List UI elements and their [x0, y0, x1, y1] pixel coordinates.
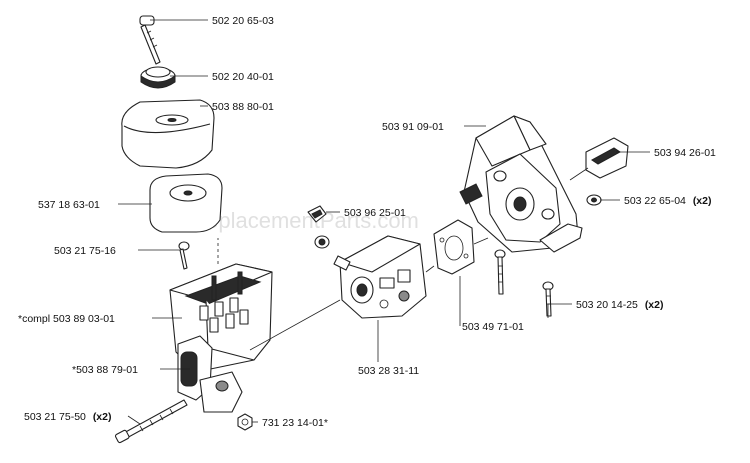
label-503-49-71-01: 503 49 71-01: [462, 321, 524, 333]
top-screw: [139, 15, 161, 65]
label-503-22-65-04: 503 22 65-04 (x2): [624, 195, 712, 207]
label-503-21-75-16: 503 21 75-16: [54, 245, 116, 257]
small-screw: [178, 241, 190, 270]
filter-cover: [121, 99, 215, 169]
label-503-91-09-01: 503 91 09-01: [382, 121, 444, 133]
label-503-96-25-01: 503 96 25-01: [344, 207, 406, 219]
label-502-20-40-01: 502 20 40-01: [212, 71, 274, 83]
knurled-knob: [140, 66, 176, 89]
spring-clip: [585, 137, 629, 179]
label-502-20-65-03: 502 20 65-03: [212, 15, 274, 27]
label-503-20-14-25: 503 20 14-25 (x2): [576, 299, 664, 311]
hex-nut: [237, 413, 253, 431]
long-bolt: [114, 399, 188, 444]
filter-element: [149, 173, 223, 233]
label-503-94-26-01: 503 94 26-01: [654, 147, 716, 159]
label-503-21-75-50: 503 21 75-50 (x2): [24, 411, 112, 423]
intake-housing: [459, 115, 583, 253]
label-503-88-80-01: 503 88 80-01: [212, 101, 274, 113]
label-503-88-79-01: *503 88 79-01: [72, 364, 138, 376]
small-clip: [307, 205, 327, 223]
washer: [586, 194, 602, 206]
leader-lines: [118, 19, 650, 425]
label-731-23-14-01: 731 23 14-01*: [262, 417, 328, 429]
label-537-18-63-01: 537 18 63-01: [38, 199, 100, 211]
screw-a: [494, 249, 506, 295]
choke-lever: [177, 335, 243, 413]
gasket: [433, 219, 475, 275]
fuel-fitting: [314, 235, 330, 249]
label-503-89-03-01: *compl 503 89 03-01: [18, 313, 115, 325]
label-503-28-31-11: 503 28 31-11: [358, 365, 419, 377]
carburetor: [333, 235, 427, 319]
